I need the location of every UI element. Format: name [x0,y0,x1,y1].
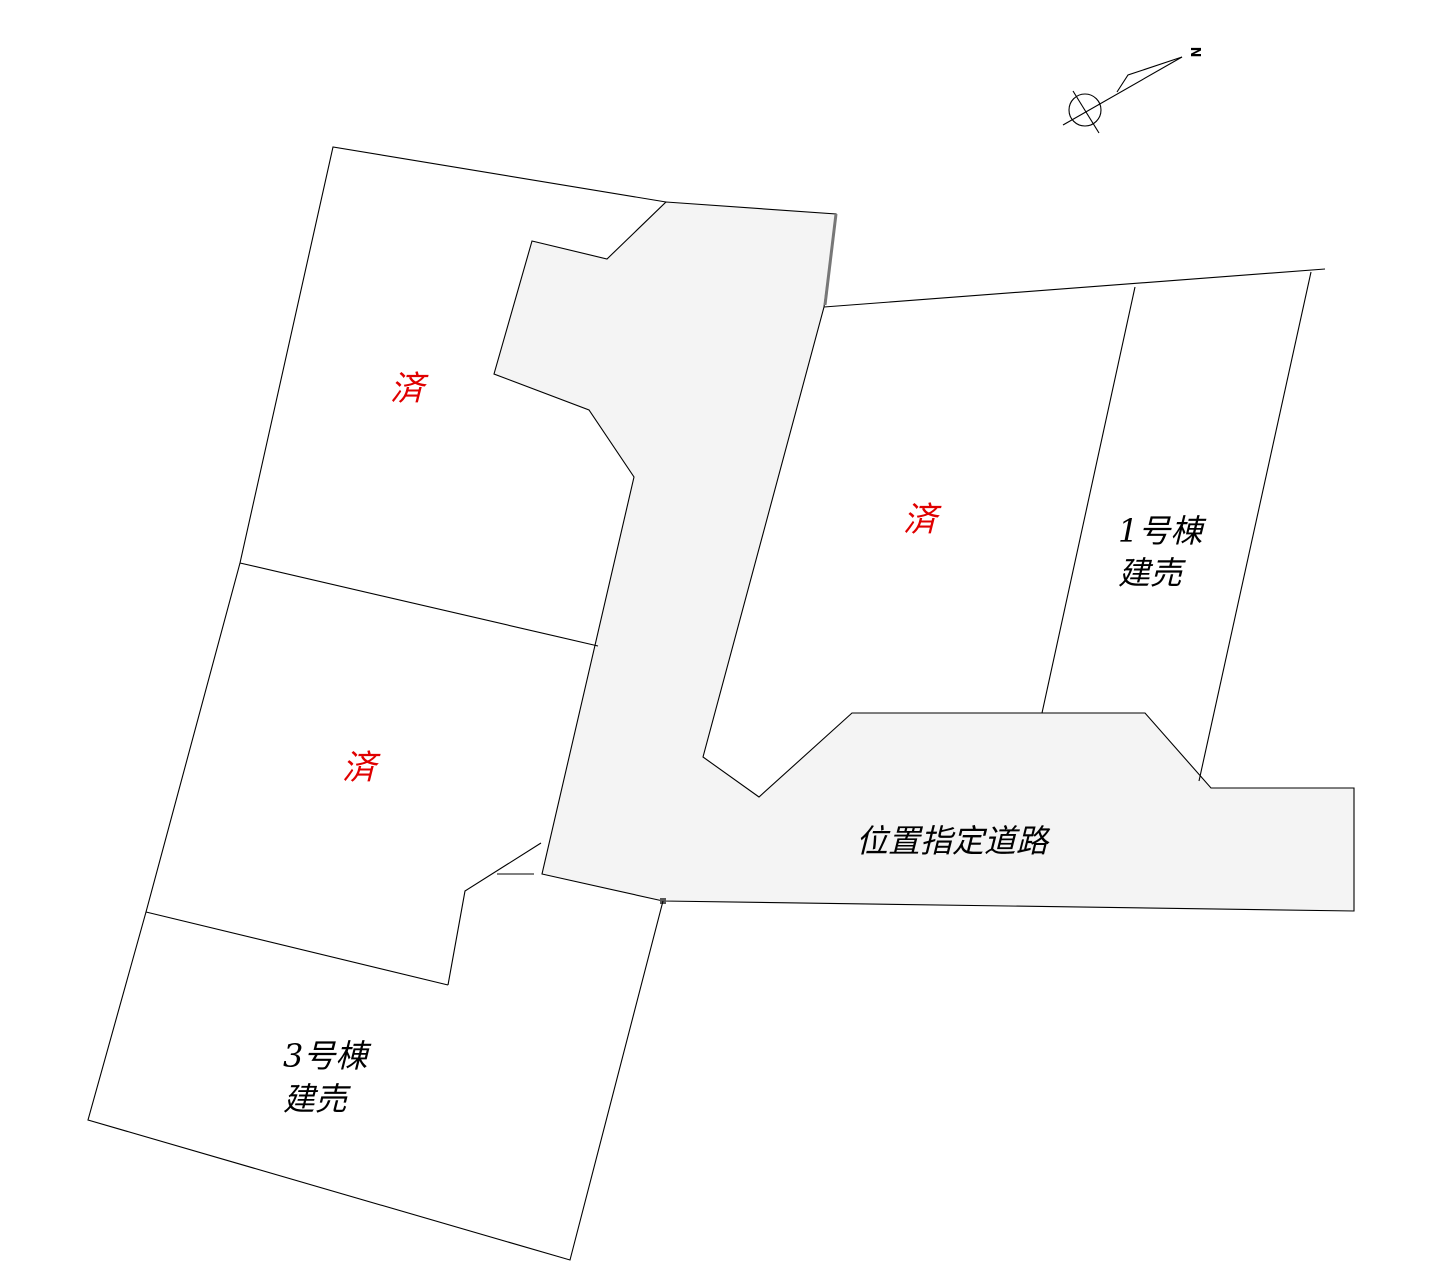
lot-boundary-middle-notch [447,842,542,986]
lot-east-edge-type: 建売 [1118,554,1186,592]
lot-boundary-west-edge [87,562,664,1261]
lot-boundary-east-top [823,268,1326,308]
lot-east-center-status: 済 [903,500,942,540]
lot-south-west-type: 建売 [283,1080,351,1118]
designated-road-area [493,201,1355,912]
lot-south-west-name: 3号棟 [283,1037,372,1075]
lot-boundary-east-edge [1198,271,1312,782]
lot-divider-middle-south [145,911,449,986]
lot-middle-west-status: 済 [342,748,381,788]
road-edge-mark [823,213,838,306]
lot-divider-north-middle [239,562,599,647]
road-label: 位置指定道路 [856,822,1051,860]
lot-north-west-status: 済 [390,369,429,409]
lot-east-edge-name: 1号棟 [1118,512,1207,550]
lot-boundary-north-west [239,146,667,564]
north-arrow-icon: N [1062,47,1205,134]
lot-divider-east [1041,286,1136,714]
north-label: N [1190,47,1205,58]
